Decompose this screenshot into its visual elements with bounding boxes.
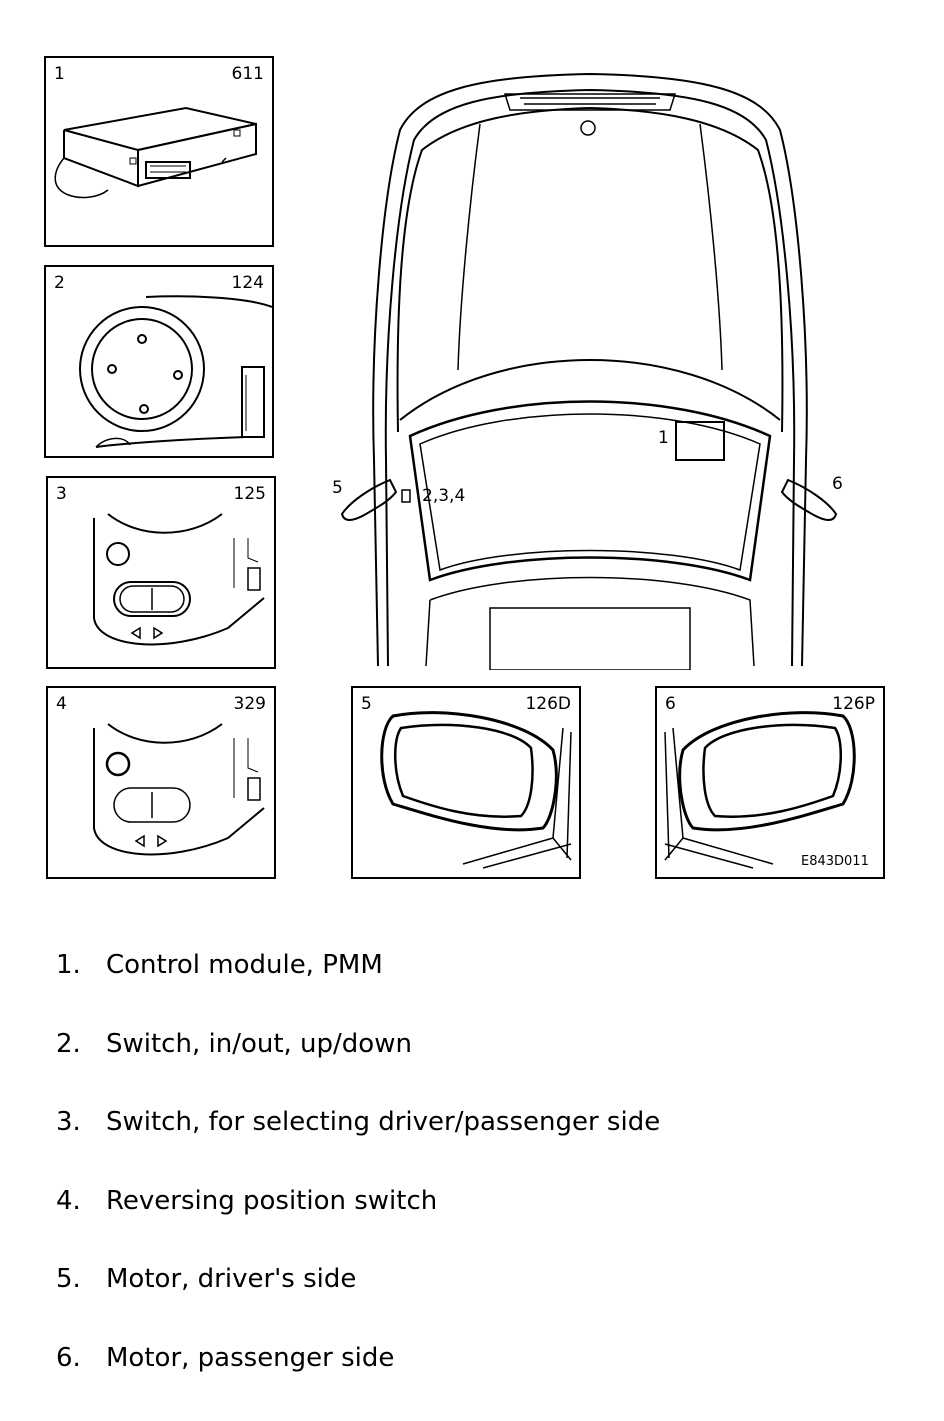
figure-id: E843D011 (801, 854, 869, 869)
roof-outline (426, 578, 754, 667)
emblem (581, 121, 595, 135)
legend-text: Switch, in/out, up/down (106, 1029, 412, 1108)
legend-number: 2. (56, 1029, 106, 1108)
legend-item: 3.Switch, for selecting driver/passenger… (56, 1107, 660, 1186)
control-module-illustration (46, 58, 272, 245)
panel-reversing-switch: 4 329 (46, 686, 276, 879)
control-module-marker (676, 422, 724, 460)
switch-marker (402, 490, 410, 502)
car-label-switches: 2,3,4 (422, 486, 465, 506)
reversing-switch-illustration (48, 688, 274, 877)
driver-mirror-shape (342, 480, 396, 520)
legend-item: 4.Reversing position switch (56, 1186, 660, 1265)
legend-item: 5.Motor, driver's side (56, 1264, 660, 1343)
legend-item: 2.Switch, in/out, up/down (56, 1029, 660, 1108)
car-label-driver-mirror: 5 (332, 478, 343, 498)
driver-mirror-illustration (353, 688, 579, 877)
legend-number: 4. (56, 1186, 106, 1265)
panel-selector-switch: 3 125 (46, 476, 276, 669)
legend-text: Motor, driver's side (106, 1264, 356, 1343)
legend-text: Motor, passenger side (106, 1343, 394, 1421)
legend-number: 5. (56, 1264, 106, 1343)
knob-switch-illustration (46, 267, 272, 456)
legend-text: Switch, for selecting driver/passenger s… (106, 1107, 660, 1186)
legend-item: 1.Control module, PMM (56, 950, 660, 1029)
car-label-module: 1 (658, 428, 669, 448)
car-top-view (330, 40, 850, 670)
legend-number: 6. (56, 1343, 106, 1421)
panel-driver-mirror: 5 126D (351, 686, 581, 879)
passenger-mirror-shape (782, 480, 836, 520)
car-label-passenger-mirror: 6 (832, 474, 843, 494)
legend-text: Control module, PMM (106, 950, 383, 1029)
hood-outline (398, 108, 783, 432)
cowl-line (400, 360, 780, 420)
passenger-mirror-illustration (657, 688, 883, 877)
panel-switch-in-out: 2 124 (44, 265, 274, 458)
panel-passenger-mirror: 6 126P E843D011 (655, 686, 885, 879)
legend-number: 3. (56, 1107, 106, 1186)
legend-item: 6.Motor, passenger side (56, 1343, 660, 1421)
sunroof (490, 608, 690, 670)
panel-control-module: 1 611 (44, 56, 274, 247)
legend-number: 1. (56, 950, 106, 1029)
legend-text: Reversing position switch (106, 1186, 437, 1265)
component-legend: 1.Control module, PMM 2.Switch, in/out, … (56, 950, 660, 1421)
selector-switch-illustration (48, 478, 274, 667)
